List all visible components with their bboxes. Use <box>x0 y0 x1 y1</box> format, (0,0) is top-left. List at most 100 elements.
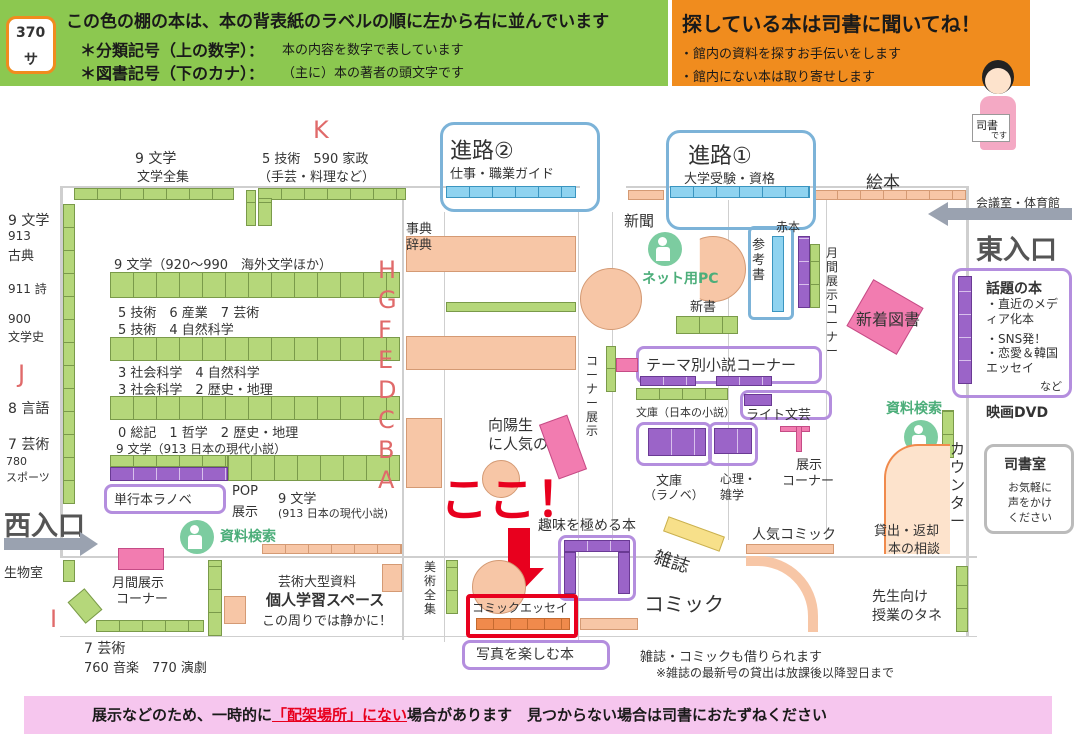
photo: 写真を楽しむ本 <box>476 647 574 663</box>
area-letter-g: G <box>378 286 397 314</box>
shelf-theme-pink <box>616 358 638 372</box>
call-number-sample: 370 サ <box>6 16 56 74</box>
topical-etc: など <box>1040 380 1062 393</box>
ask-title: 探している本は司書に聞いてね！ <box>682 12 981 36</box>
newspaper: 新聞 <box>624 212 655 230</box>
row4-label: 0 総記 1 哲学 2 歴史・地理 <box>118 426 299 441</box>
shelf-popular-comic <box>746 544 834 554</box>
librarian-sign-small: です <box>991 131 1007 140</box>
shelf-topical <box>958 276 972 384</box>
monthly-left: 月間展示 <box>112 576 165 591</box>
row3a-label: 3 社会科学 4 自然科学 <box>118 366 260 381</box>
theme-novel: テーマ別小説コーナー <box>646 356 797 374</box>
popular: 向陽生 <box>488 416 534 434</box>
search-left: 資料検索 <box>220 529 276 545</box>
shelf-red-book <box>798 236 810 308</box>
east-entrance: 東入口 <box>976 235 1057 266</box>
shelf-top-left <box>74 188 234 200</box>
comic-essay-highlight <box>466 594 578 638</box>
area-letter-a: A <box>378 466 395 494</box>
west-arrow-icon <box>4 538 84 550</box>
table-a <box>406 418 442 488</box>
shelf-left-wall <box>63 204 75 504</box>
shelf-psych <box>714 428 752 454</box>
legend-line-2-val: 本の内容を数字で表しています <box>282 43 464 58</box>
path1-sub: 大学受験・資格 <box>684 172 776 187</box>
shelf-bottom-left <box>96 620 204 632</box>
shelf-display-1 <box>780 426 810 432</box>
shelf-theme-2 <box>716 376 772 386</box>
librarian-sign: 司書 <box>976 119 998 132</box>
shelf-row-4 <box>110 455 228 467</box>
tech5: 5 技術 590 家政 <box>262 152 369 167</box>
area-letter-b: B <box>378 436 395 464</box>
shelf-bunko-ln <box>648 428 706 456</box>
red-book: 赤本 <box>776 220 801 234</box>
lit9-left: 9 文学 <box>8 213 50 229</box>
light-lit: ライト文芸 <box>746 408 812 423</box>
movie-dvd: 映画DVD <box>986 405 1049 421</box>
dictionary-label-2: 辞典 <box>406 238 433 253</box>
light-novel-single: 単行本ラノベ <box>114 493 192 508</box>
here-label: ここ！ <box>440 472 585 528</box>
dictionary-table-2 <box>406 336 576 370</box>
lend-return: 貸出・返却 <box>874 524 940 539</box>
area-letter-c: C <box>378 406 395 434</box>
hobby: 趣味を極める本 <box>538 518 636 534</box>
topical: 話題の本 <box>986 281 1042 297</box>
shelf-display-2 <box>796 426 802 452</box>
shelf-corner-display <box>606 346 616 392</box>
teacher: 先生向け <box>872 589 928 605</box>
shelf-top-left-post <box>246 190 256 226</box>
path1-box <box>666 130 816 230</box>
call-number-top: 370 <box>16 25 46 41</box>
row5-label: 9 文学（913 日本の現代小説） <box>116 442 287 456</box>
popular-comic: 人気コミック <box>752 527 836 543</box>
new-arrivals: 新着図書 <box>856 310 921 329</box>
librarian-character-icon: 司書 です <box>968 52 1028 164</box>
shelf-hobby-right <box>618 552 630 594</box>
pop-display: 展示 <box>232 505 259 520</box>
comic-arc <box>746 556 818 632</box>
shelf-reference <box>772 236 784 312</box>
tech5-sub: （手芸・料理など） <box>258 170 376 185</box>
light-lit-box <box>740 390 832 420</box>
legend-line-3-val: （主に）本の著者の頭文字です <box>282 66 465 81</box>
dictionary-table-1 <box>406 236 576 272</box>
study-desk-2 <box>382 564 402 592</box>
display-corner-sub: コーナー <box>782 474 835 489</box>
here-arrow-icon <box>508 528 530 572</box>
big-art: 芸術大型資料 <box>278 575 357 590</box>
counter-label: カウンター <box>950 440 966 530</box>
search-right: 資料検索 <box>886 401 942 417</box>
path1: 進路① <box>688 144 752 169</box>
header-legend <box>0 0 668 86</box>
lit9-mid-sub: (913 日本の現代小説) <box>278 507 389 520</box>
shelf-row-3 <box>110 396 400 420</box>
n780: 780 <box>6 455 27 468</box>
classics: 古典 <box>8 249 35 264</box>
librarian-room-sub: お気軽に声をかけください <box>1008 481 1052 524</box>
dictionary-label: 事典 <box>406 222 433 237</box>
west-entrance: 西入口 <box>4 511 85 542</box>
n911: 911 詩 <box>8 282 47 296</box>
shelf-divider-1 <box>446 302 576 312</box>
ask-librarian-banner <box>672 0 1030 86</box>
librarian-room-box <box>984 444 1074 534</box>
topical-1: ・直近のメディア化本 <box>986 297 1059 326</box>
topical-3: ・恋愛＆韓国エッセイ <box>986 346 1059 375</box>
sports: スポーツ <box>6 471 50 484</box>
class-seeds: 授業のタネ <box>872 608 942 624</box>
art-all-1: 美術全集 <box>424 560 437 616</box>
new-books: 新書 <box>690 300 717 315</box>
psych-box <box>708 422 758 466</box>
net-pc-icon <box>648 232 682 266</box>
art7-bottom: 7 芸術 <box>84 641 126 657</box>
shelf-monthly-right <box>810 244 820 308</box>
path2-box <box>440 122 600 212</box>
lit9-top: 9 文学 <box>135 151 177 167</box>
bunko-ln-sub: （ラノベ） <box>644 488 704 502</box>
legend-line-2-key: ＊分類記号（上の数字）： <box>80 41 265 60</box>
net-pc: ネット用PC <box>642 271 719 287</box>
note1: 雑誌・コミックも借りられます <box>640 650 823 665</box>
